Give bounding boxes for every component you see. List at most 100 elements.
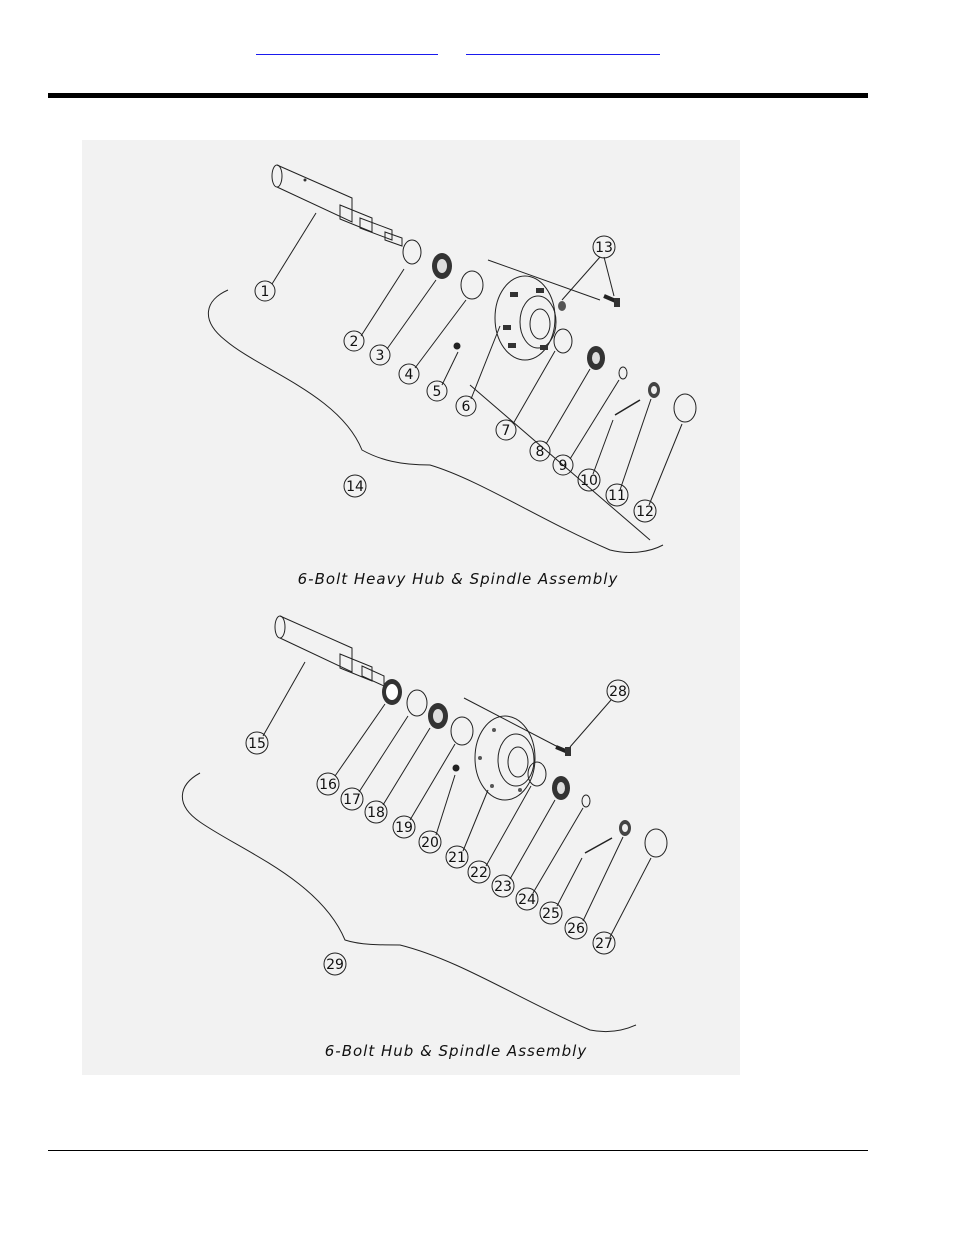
svg-text:1: 1 — [261, 284, 270, 300]
svg-text:23: 23 — [494, 879, 512, 895]
svg-text:4: 4 — [405, 367, 414, 383]
svg-text:5: 5 — [433, 384, 442, 400]
callout-13[interactable]: 13 — [592, 235, 616, 259]
svg-text:2: 2 — [350, 334, 359, 350]
callout-2[interactable]: 2 — [343, 330, 365, 352]
svg-text:27: 27 — [595, 936, 613, 952]
lower-assembly-brace — [181, 772, 637, 1033]
callout-9[interactable]: 9 — [552, 454, 574, 476]
header-link-1[interactable] — [256, 40, 438, 55]
upper-leaders — [271, 212, 683, 506]
svg-text:17: 17 — [343, 792, 361, 808]
callout-5[interactable]: 5 — [426, 380, 448, 402]
footer-rule — [48, 1150, 868, 1151]
dust-cap-27 — [644, 828, 668, 858]
bearing-cone-18 — [428, 703, 448, 729]
svg-text:11: 11 — [608, 488, 626, 504]
callout-1[interactable]: 1 — [254, 280, 276, 302]
seal-16 — [382, 679, 402, 705]
callout-11[interactable]: 11 — [605, 483, 629, 507]
callout-10[interactable]: 10 — [577, 468, 601, 492]
upper-callouts: 1 2 3 4 5 6 7 8 9 10 11 12 13 14 — [254, 235, 657, 523]
callout-12[interactable]: 12 — [633, 499, 657, 523]
callout-26[interactable]: 26 — [564, 916, 588, 940]
washer-9 — [618, 366, 628, 380]
callout-24[interactable]: 24 — [515, 887, 539, 911]
lower-assembly-parts — [274, 615, 668, 858]
callout-20[interactable]: 20 — [418, 830, 442, 854]
cotter-pin-10 — [614, 399, 641, 416]
svg-text:8: 8 — [536, 444, 545, 460]
upper-assembly-brace — [207, 289, 664, 553]
castle-nut-26 — [619, 820, 631, 836]
hub-6 — [494, 275, 557, 361]
lower-assembly-caption: 6-Bolt Hub & Spindle Assembly — [325, 1042, 588, 1060]
callout-16[interactable]: 16 — [316, 772, 340, 796]
svg-text:18: 18 — [367, 805, 385, 821]
svg-text:25: 25 — [542, 906, 560, 922]
bearing-cup-17 — [406, 689, 428, 717]
bearing-cone-23 — [552, 776, 570, 800]
svg-text:14: 14 — [346, 479, 364, 495]
callout-19[interactable]: 19 — [392, 815, 416, 839]
upper-assembly-parts — [271, 164, 697, 541]
header-rule — [48, 93, 868, 98]
washer-24 — [581, 794, 591, 808]
callout-21[interactable]: 21 — [445, 845, 469, 869]
svg-text:22: 22 — [470, 865, 488, 881]
svg-text:7: 7 — [502, 423, 511, 439]
callout-17[interactable]: 17 — [340, 787, 364, 811]
bolt-and-nut-13 — [558, 294, 620, 311]
bearing-cup-4 — [460, 270, 484, 300]
callout-15[interactable]: 15 — [245, 731, 269, 755]
grease-zerk-5 — [453, 342, 461, 350]
spindle-15 — [274, 615, 385, 687]
svg-text:15: 15 — [248, 736, 266, 752]
callout-3[interactable]: 3 — [369, 344, 391, 366]
svg-text:29: 29 — [326, 957, 344, 973]
callout-18[interactable]: 18 — [364, 800, 388, 824]
wheel-bolt-28 — [555, 745, 571, 756]
callout-28[interactable]: 28 — [606, 679, 630, 703]
callout-4[interactable]: 4 — [398, 363, 420, 385]
svg-text:12: 12 — [636, 504, 654, 520]
callout-25[interactable]: 25 — [539, 901, 563, 925]
svg-text:10: 10 — [580, 473, 598, 489]
svg-text:28: 28 — [609, 684, 627, 700]
svg-text:9: 9 — [559, 458, 568, 474]
callout-6[interactable]: 6 — [455, 395, 477, 417]
callout-7[interactable]: 7 — [495, 419, 517, 441]
upper-assembly-caption: 6-Bolt Heavy Hub & Spindle Assembly — [298, 570, 619, 588]
bearing-cone-8 — [587, 346, 605, 370]
callout-27[interactable]: 27 — [592, 931, 616, 955]
svg-text:3: 3 — [376, 348, 385, 364]
svg-text:26: 26 — [567, 921, 585, 937]
callout-29[interactable]: 29 — [323, 952, 347, 976]
svg-text:20: 20 — [421, 835, 439, 851]
lower-leaders — [262, 661, 652, 938]
svg-text:16: 16 — [319, 777, 337, 793]
header-link-2[interactable] — [466, 40, 660, 55]
bearing-cup-7 — [553, 328, 573, 354]
hub-21 — [474, 715, 536, 801]
svg-text:24: 24 — [518, 892, 536, 908]
dust-cap-12 — [673, 393, 697, 423]
cotter-pin-25 — [584, 837, 613, 854]
callout-8[interactable]: 8 — [529, 440, 551, 462]
svg-text:19: 19 — [395, 820, 413, 836]
bearing-cup-19 — [450, 716, 474, 746]
parts-diagram — [82, 140, 740, 1075]
callout-14[interactable]: 14 — [343, 474, 367, 498]
spindle-1 — [271, 164, 403, 247]
svg-text:13: 13 — [595, 240, 613, 256]
lower-callouts: 15 16 17 18 19 20 21 22 23 24 25 26 27 2… — [245, 679, 630, 976]
callout-22[interactable]: 22 — [467, 860, 491, 884]
castle-nut-11 — [648, 382, 660, 398]
bearing-cone-3 — [432, 253, 452, 279]
grease-zerk-20 — [452, 764, 460, 772]
seal-2 — [402, 239, 422, 265]
callout-23[interactable]: 23 — [491, 874, 515, 898]
svg-text:21: 21 — [448, 850, 466, 866]
bearing-cup-22 — [527, 761, 547, 787]
